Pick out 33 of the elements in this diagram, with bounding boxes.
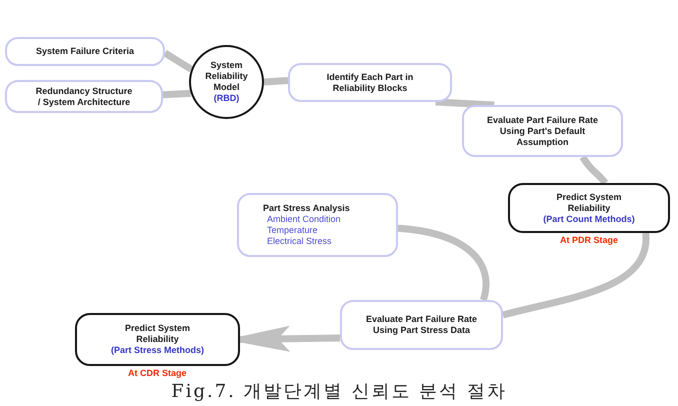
method-text: (Part Count Methods) — [543, 214, 635, 224]
box-text: System Failure Criteria — [36, 46, 134, 57]
connector-line — [264, 77, 288, 86]
process-box — [237, 193, 398, 257]
figure-caption: Fig.7. 개발단계별 신뢰도 분석 절차 — [171, 381, 507, 402]
connector-line — [580, 155, 608, 186]
box-text: Predict System Reliability — [555, 192, 623, 214]
stage-label: At PDR Stage — [560, 235, 618, 246]
list-item: Temperature — [267, 225, 318, 236]
result-box — [508, 183, 670, 233]
box-text: Evaluate Part Failure Rate Using Part Stress Data — [364, 314, 478, 336]
connector-line — [162, 90, 191, 98]
process-box — [5, 37, 165, 66]
result-box — [75, 313, 240, 366]
box-text: Part Stress Analysis — [263, 203, 350, 214]
process-box — [288, 63, 452, 102]
connector-line — [502, 232, 650, 318]
list-item: Ambient Condition — [267, 214, 341, 225]
connector-line — [435, 98, 494, 108]
stage-label: At CDR Stage — [128, 368, 187, 379]
box-text: System Reliability Model — [204, 60, 249, 93]
box-text: Evaluate Part Failure Rate Using Part's Default Assumption — [486, 114, 598, 148]
connector-line — [398, 224, 490, 301]
process-box — [5, 80, 163, 113]
process-box — [462, 105, 623, 157]
box-text: Predict System Reliability — [124, 323, 192, 345]
box-text: Identify Each Part in Reliability Blocks — [326, 72, 414, 94]
process-box — [340, 300, 503, 350]
method-text: (RBD) — [214, 93, 240, 104]
method-text: (Part Stress Methods) — [110, 345, 204, 356]
connector-line — [163, 50, 194, 72]
box-text: Redundancy Structure / System Architecture — [34, 86, 134, 108]
list-item: Electrical Stress — [267, 236, 332, 247]
